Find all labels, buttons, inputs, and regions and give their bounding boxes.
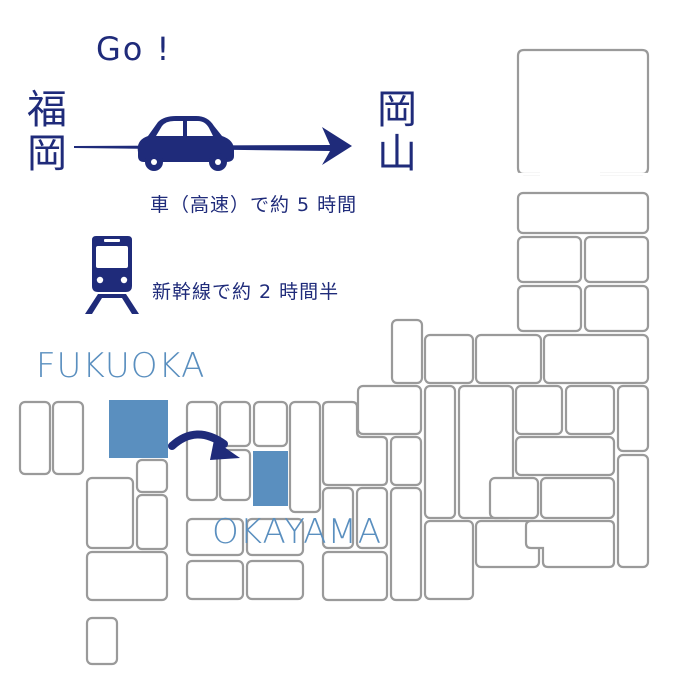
prefecture-hiroshima [218, 448, 252, 502]
prefecture-oita [135, 458, 169, 494]
prefecture-nagasaki [18, 400, 52, 476]
prefecture-fukui [356, 384, 423, 436]
train-icon [85, 236, 139, 314]
okayama-map-label: OKAYAMA [212, 512, 383, 552]
train-travel-time: 新幹線で約 2 時間半 [152, 281, 340, 303]
prefecture-miyagi [583, 284, 650, 333]
prefecture-toyama [423, 333, 475, 385]
go-exclamation: Go ! [96, 30, 172, 68]
prefecture-gifu [423, 384, 457, 520]
prefecture-ishikawa [390, 318, 424, 385]
prefecture-akita [516, 235, 583, 284]
prefecture-tochigi [564, 384, 616, 436]
prefecture-kyoto [321, 400, 389, 487]
prefecture-saitama [514, 435, 616, 477]
fukuoka-map-label: FUKUOKA [36, 346, 206, 386]
prefecture-shimane [218, 400, 252, 448]
prefecture-gunma [514, 384, 564, 436]
prefecture-hyogo [288, 400, 322, 514]
prefecture-kanagawa [524, 519, 616, 569]
prefecture-tokushima [245, 559, 305, 601]
prefecture-miyazaki [135, 493, 169, 551]
prefecture-kochi [185, 559, 245, 601]
prefecture-kumamoto [85, 476, 135, 550]
prefecture-niigata [474, 333, 543, 385]
okayama-highlight [253, 451, 288, 506]
prefecture-osaka [321, 486, 355, 550]
prefecture-nara [355, 486, 389, 550]
car-icon [137, 116, 234, 171]
prefecture-wakayama [321, 550, 389, 602]
prefecture-okinawa [85, 616, 119, 666]
prefecture-ehime [185, 517, 245, 557]
prefecture-aichi [423, 519, 475, 601]
prefecture-tottori [252, 400, 289, 448]
prefecture-kagawa [245, 517, 305, 557]
prefecture-kagoshima [85, 550, 169, 602]
prefecture-saga [51, 400, 85, 476]
prefecture-aomori [516, 191, 650, 235]
prefecture-iwate [583, 235, 650, 284]
prefecture-yamagata [516, 284, 583, 333]
destination-city-label: 岡山 [377, 87, 417, 177]
prefecture-ibaraki [616, 384, 650, 453]
origin-city-label: 福岡 [27, 87, 67, 177]
prefecture-mie [389, 486, 423, 602]
fukuoka-highlight [109, 400, 168, 458]
prefecture-tokyo [539, 476, 616, 520]
curved-arrow-icon [168, 430, 240, 460]
car-travel-time: 車（高速）で約 5 時間 [150, 194, 358, 216]
prefecture-shiga [389, 435, 423, 487]
prefecture-fukushima [542, 333, 650, 385]
prefecture-yamanashi [488, 476, 540, 520]
prefecture-chiba [616, 453, 650, 569]
